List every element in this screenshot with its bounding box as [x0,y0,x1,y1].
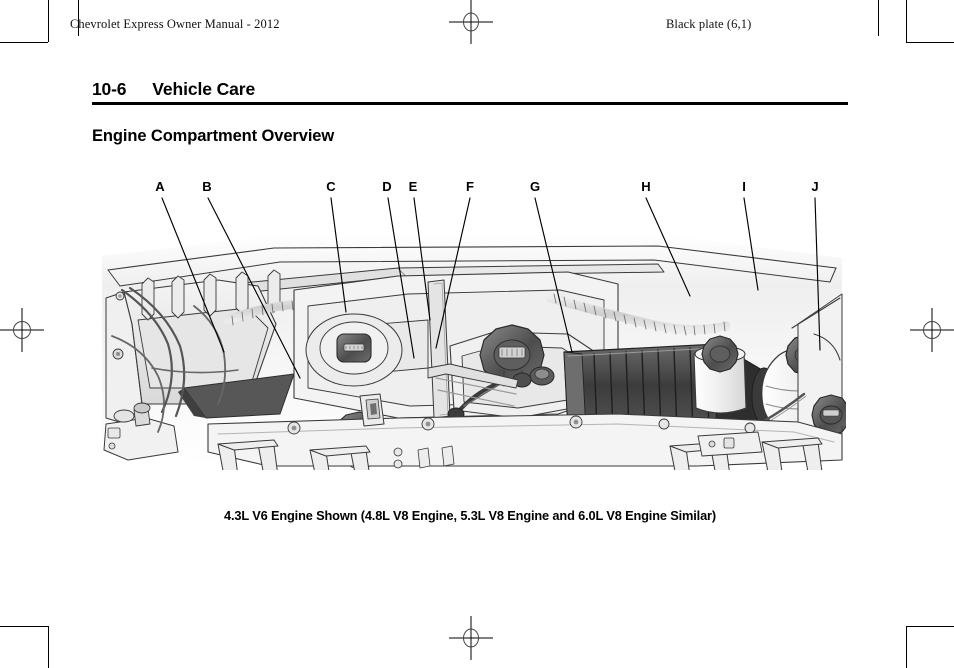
running-head-left: Chevrolet Express Owner Manual - 2012 [70,17,280,31]
page-number: 10-6 [92,79,127,99]
callout-letter-b: B [202,179,212,194]
callout-letter-j: J [811,179,819,194]
callout-letter-i: I [742,179,746,194]
crop-mark-bottom-right-vertical [906,626,907,668]
callout-letter-c: C [326,179,336,194]
callout-letter-f: F [466,179,474,194]
registration-mark-top-center [449,0,493,44]
callout-letter-e: E [408,179,418,194]
crop-mark-top-right-horizontal [906,42,954,43]
callout-letter-g: G [529,179,541,194]
engine-compartment-figure: A B C D E F G H I J [92,180,848,480]
crop-mark-bottom-left-horizontal [0,626,48,627]
figure-caption: 4.3L V6 Engine Shown (4.8L V8 Engine, 5.… [224,508,716,523]
crop-mark-top-left-horizontal [0,42,48,43]
page-title-row: 10-6 Vehicle Care [92,79,848,100]
page-heading: Engine Compartment Overview [92,127,335,145]
registration-mark-bottom-center [449,616,493,660]
running-head-right: Black plate (6,1) [666,17,752,31]
crop-mark-bottom-left-vertical [48,626,49,668]
crop-mark-top-left-inner-vertical [78,0,79,36]
callout-letter-d: D [382,179,392,194]
registration-mark-left-middle [0,308,44,352]
section-title: Vehicle Care [152,79,256,99]
crop-mark-top-right-inner-vertical [878,0,879,36]
crop-mark-top-right-vertical [906,0,907,42]
title-rule [92,102,848,105]
registration-mark-right-middle [910,308,954,352]
engine-compartment-illustration [102,234,846,470]
callout-letter-a: A [155,179,165,194]
crop-mark-top-left-vertical [48,0,49,42]
crop-mark-bottom-right-horizontal [906,626,954,627]
callout-letter-h: H [641,179,651,194]
